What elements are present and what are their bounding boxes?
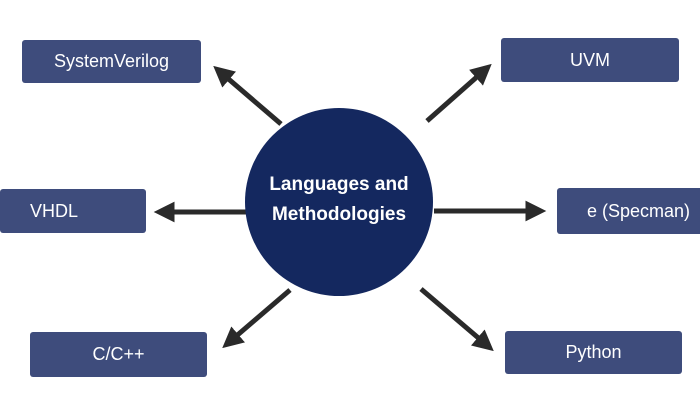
node-vhdl: VHDL: [0, 189, 146, 233]
center-node: Languages and Methodologies: [245, 108, 433, 296]
arrow-to-cpp: [222, 288, 292, 349]
arrow-to-python: [419, 287, 494, 352]
arrow-to-systemverilog: [213, 65, 283, 126]
node-e-specman: e (Specman): [557, 188, 700, 234]
arrow-to-uvm: [425, 63, 492, 123]
node-systemverilog: SystemVerilog: [22, 40, 201, 83]
node-uvm: UVM: [501, 38, 679, 82]
node-c-cpp: C/C++: [30, 332, 207, 377]
center-label: Languages and Methodologies: [269, 174, 409, 225]
node-python: Python: [505, 331, 682, 374]
